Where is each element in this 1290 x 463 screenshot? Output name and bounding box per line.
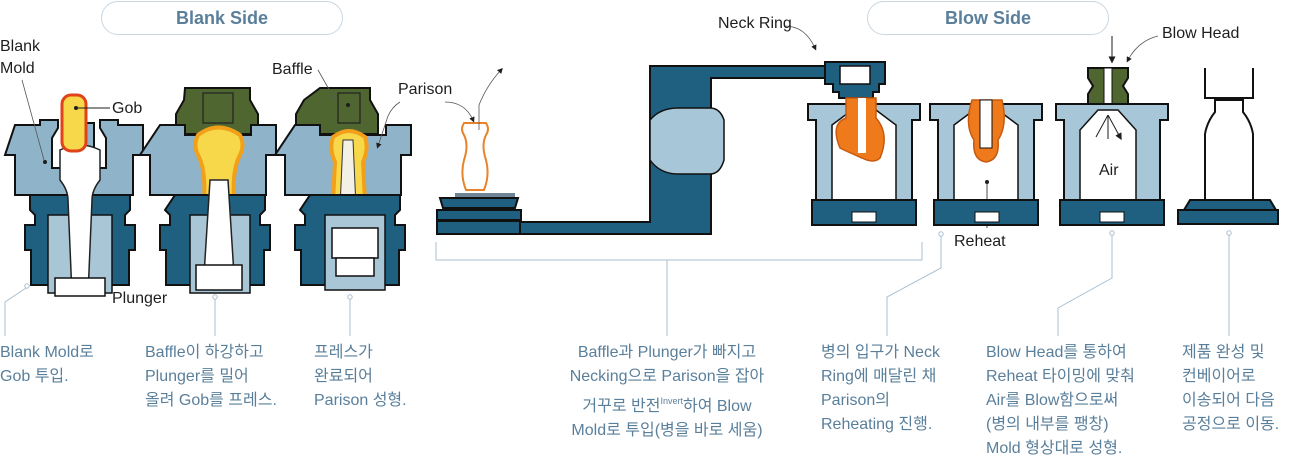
step-6-line: Blow Head를 통하여 [986,344,1127,361]
blow-side-header: Blow Side [867,1,1109,35]
blow-stage-blow-head [1055,35,1169,226]
step-2-line: Baffle이 하강하고 [145,344,264,361]
step-4-description: Baffle과 Plunger가 빠지고 Necking으로 Parison을 … [547,341,787,443]
step-1-description: Blank Mold로 Gob 투입. [0,341,94,389]
leader-lines [4,230,1232,336]
step-5-line: 병의 입구가 Neck [821,344,940,361]
label-air: Air [1099,162,1119,179]
step-5-line: Ring에 매달린 채 [821,368,937,385]
label-blank-mold-line2: Mold [0,60,35,77]
step-4-line: Baffle과 Plunger가 빠지고 [577,344,757,361]
step-2-description: Baffle이 하강하고 Plunger를 밀어 올려 Gob를 프레스. [145,341,277,413]
step-6-line: Mold 형상대로 성형. [986,440,1123,457]
label-reheat: Reheat [954,233,1006,250]
step-4-line-part: 거꾸로 반전 [582,398,661,415]
step-2-line: 올려 Gob를 프레스. [145,392,277,409]
step-7-line: 컨베이어로 [1182,368,1256,385]
invert-superscript: Invert [660,396,683,406]
label-blow-head: Blow Head [1162,25,1240,42]
label-neck-ring: Neck Ring [718,15,792,32]
blow-stage-finished-bottle [1177,68,1279,225]
blow-stage-neck-ring [784,25,921,226]
step-5-description: 병의 입구가 Neck Ring에 매달린 채 Parison의 Reheati… [821,341,940,437]
step-7-line: 제품 완성 및 [1182,344,1265,361]
label-gob: Gob [112,100,143,117]
step-3-description: 프레스가 완료되어 Parison 성형. [314,341,407,413]
step-4-line-part: 하여 Blow [682,398,752,415]
step-7-line: 이송되어 다음 [1182,392,1275,409]
step-7-line: 공정으로 이동. [1182,416,1280,433]
step-3-line: 프레스가 [314,344,373,361]
invert-mechanism [436,65,826,235]
label-plunger: Plunger [112,290,168,307]
step-6-line: Air를 Blow함으로써 [986,392,1119,409]
step-3-line: Parison 성형. [314,392,407,409]
blank-side-header: Blank Side [101,1,343,35]
step-7-description: 제품 완성 및 컨베이어로 이송되어 다음 공정으로 이동. [1182,341,1279,437]
step-6-description: Blow Head를 통하여 Reheat 타이밍에 맞춰 Air를 Blow함… [986,341,1135,461]
step-2-line: Plunger를 밀어 [145,368,249,385]
stage-3-parison-formed [273,69,412,291]
step-6-line: (병의 내부를 팽창) [986,416,1109,433]
step-1-line: Blank Mold로 [0,344,94,361]
step-3-line: 완료되어 [314,368,373,385]
stage-1-blank-mold [3,79,144,297]
step-5-line: Reheating 진행. [821,416,933,433]
step-6-line: Reheat 타이밍에 맞춰 [986,368,1135,385]
step-5-line: Parison의 [821,392,890,409]
label-baffle: Baffle [272,61,313,78]
step-4-line: 거꾸로 반전Invert하여 Blow [547,389,787,419]
step-1-line: Gob 투입. [0,368,69,385]
step-4-line: Mold로 투입(병을 바로 세움) [571,422,763,439]
label-blank-mold-line1: Blank [0,38,41,55]
stage-2-baffle-press [138,87,277,294]
label-parison: Parison [398,81,453,98]
blow-stage-reheat [929,99,1043,228]
step-4-line: Necking으로 Parison을 잡아 [569,368,765,385]
